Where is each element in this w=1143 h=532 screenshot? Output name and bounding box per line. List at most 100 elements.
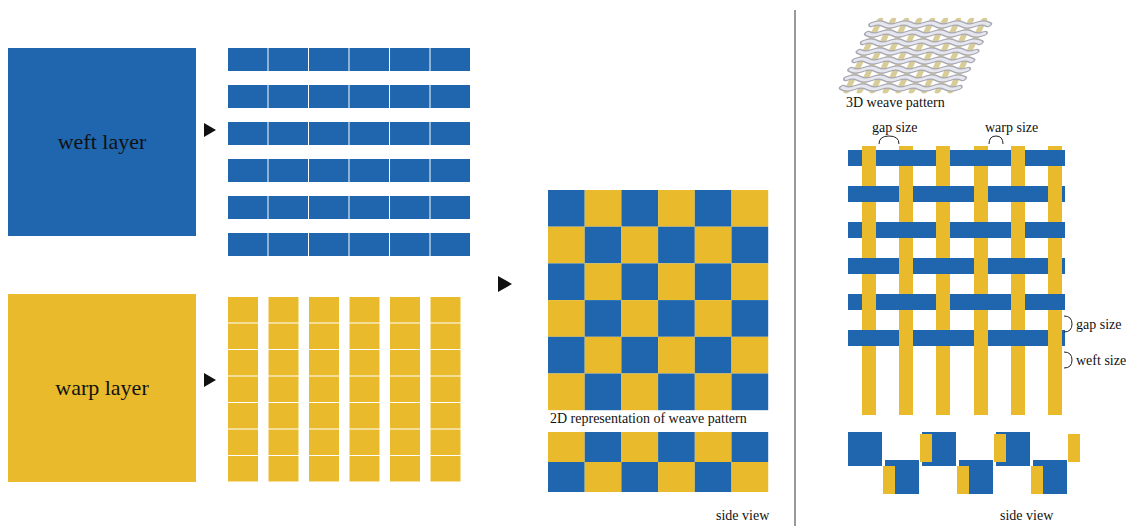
- side-view-cell: [621, 462, 658, 492]
- weft-thread-shade: [846, 77, 964, 80]
- warp-section: [883, 466, 895, 494]
- warp-strip-cell: [431, 350, 461, 376]
- warp-strip-cell: [350, 430, 380, 456]
- warp-section: [1068, 434, 1080, 462]
- warp-over: [936, 293, 950, 311]
- side-view-cell: [548, 462, 585, 492]
- 3d-weave-skew: [841, 20, 991, 91]
- caption-label: gap size: [872, 120, 917, 135]
- weft-strip-cell: [431, 196, 471, 219]
- weft-strip-cell: [390, 48, 430, 71]
- checker-cell: [548, 190, 585, 227]
- weft-strip-cell: [228, 48, 268, 71]
- checker-cell: [658, 190, 695, 227]
- weft-thread-3d: [867, 32, 985, 35]
- warp-strip-cell: [390, 456, 420, 482]
- checker-cell: [732, 263, 769, 300]
- checker-cell: [695, 190, 732, 227]
- weft-strip-cell: [390, 233, 430, 256]
- warp-strip-cell: [309, 456, 339, 482]
- warp-over: [899, 257, 913, 275]
- weft-thread-shade: [867, 32, 985, 35]
- warp-strip-cell: [431, 377, 461, 403]
- warp-strip-cell: [309, 403, 339, 429]
- weft-thread-3d: [842, 86, 960, 89]
- weft-strip-cell: [269, 122, 309, 145]
- weft-strip-cell: [269, 85, 309, 108]
- checker-cell: [621, 374, 658, 411]
- warp-strip-cell: [390, 324, 420, 350]
- warp-strip-cell: [228, 324, 258, 350]
- warp-strip-cell: [228, 350, 258, 376]
- caption-label: weft size: [1076, 353, 1126, 368]
- warp-over: [974, 329, 988, 347]
- weft-thread-3d: [850, 68, 968, 71]
- warp-section: [1031, 466, 1043, 494]
- warp-over: [862, 293, 876, 311]
- weft-strip-cell: [431, 48, 471, 71]
- arrow-triangle: [204, 123, 216, 137]
- warp-strip-cell: [431, 430, 461, 456]
- checker-cell: [732, 300, 769, 337]
- warp-strip-cell: [228, 403, 258, 429]
- warp-strip-cell: [350, 350, 380, 376]
- arrow-triangle: [498, 276, 512, 292]
- warp-strip-cell: [431, 456, 461, 482]
- side-view-cell: [658, 432, 695, 462]
- warp-section: [957, 466, 969, 494]
- checker-cell: [658, 337, 695, 374]
- warp-strip-cell: [269, 350, 299, 376]
- layer-label: weft layer: [58, 129, 147, 155]
- weft-yarn: [848, 150, 1065, 166]
- weft-thread-shade: [871, 23, 989, 26]
- warp-strip-cell: [431, 324, 461, 350]
- weft-thread-shade: [850, 68, 968, 71]
- weft-thread-shade: [854, 59, 972, 62]
- checker-cell: [621, 263, 658, 300]
- caption-label: gap size: [1076, 317, 1121, 332]
- weft-strip-cell: [309, 233, 349, 256]
- weft-thread-shade: [842, 86, 960, 89]
- weft-strip-cell: [390, 196, 430, 219]
- 3d-weave-picture: [841, 20, 991, 91]
- weft-thread-3d: [846, 77, 964, 80]
- warp-strip-cell: [350, 456, 380, 482]
- side-view-cell: [585, 432, 622, 462]
- warp-section: [994, 434, 1006, 462]
- checker-cell: [732, 227, 769, 264]
- warp-strip-cell: [228, 456, 258, 482]
- warp-strip-cell: [309, 377, 339, 403]
- checker-cell: [585, 374, 622, 411]
- warp-over: [936, 149, 950, 167]
- checker-cell: [621, 337, 658, 374]
- weft-strip-cell: [269, 233, 309, 256]
- warp-yarn: [899, 146, 913, 415]
- weft-strip-cell: [269, 159, 309, 182]
- checker-cell: [695, 337, 732, 374]
- warp-strip-cell: [269, 297, 299, 323]
- checker-cell: [732, 374, 769, 411]
- weft-thread-shade: [859, 50, 977, 53]
- warp-strip-cell: [309, 297, 339, 323]
- weft-strip-cell: [269, 196, 309, 219]
- weft-yarn: [848, 186, 1065, 202]
- side-view-cell: [548, 432, 585, 462]
- warp-yarn: [974, 146, 988, 415]
- warp-over: [862, 149, 876, 167]
- checker-cell: [695, 374, 732, 411]
- warp-strip-cell: [350, 324, 380, 350]
- warp-strip-cell: [309, 430, 339, 456]
- arrow-triangle: [204, 373, 216, 387]
- checker-cell: [732, 337, 769, 374]
- weft-strip-cell: [309, 122, 349, 145]
- warp-over: [1011, 293, 1025, 311]
- weft-strip-cell: [309, 85, 349, 108]
- checker-cell: [621, 300, 658, 337]
- checker-cell: [585, 227, 622, 264]
- warp-strip-cell: [431, 403, 461, 429]
- side-view-cell: [732, 462, 769, 492]
- weft-strip-cell: [390, 122, 430, 145]
- weft-strip-cell: [309, 159, 349, 182]
- divider-line: [794, 10, 796, 526]
- checker-cell: [658, 227, 695, 264]
